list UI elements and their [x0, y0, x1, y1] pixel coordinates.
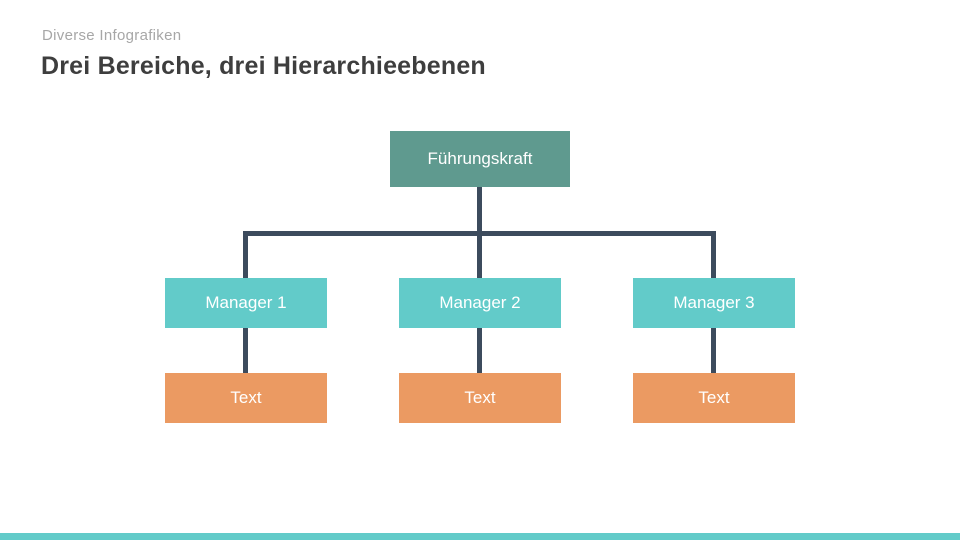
node-leaf-3: Text [633, 373, 795, 423]
node-manager-1: Manager 1 [165, 278, 327, 328]
connector-root-drop [477, 187, 482, 233]
connector-drop-manager-2 [477, 233, 482, 278]
connector-manager-3-to-leaf [711, 327, 716, 373]
connector-drop-manager-3 [711, 233, 716, 278]
footer-accent-bar [0, 533, 960, 540]
connector-manager-1-to-leaf [243, 327, 248, 373]
eyebrow-label: Diverse Infografiken [42, 27, 182, 44]
node-leaf-2: Text [399, 373, 561, 423]
connector-manager-2-to-leaf [477, 327, 482, 373]
page-title: Drei Bereiche, drei Hierarchieebenen [41, 52, 486, 80]
node-manager-3: Manager 3 [633, 278, 795, 328]
connector-drop-manager-1 [243, 233, 248, 278]
node-manager-2: Manager 2 [399, 278, 561, 328]
node-root-fuehrungskraft: Führungskraft [390, 131, 570, 187]
node-leaf-1: Text [165, 373, 327, 423]
